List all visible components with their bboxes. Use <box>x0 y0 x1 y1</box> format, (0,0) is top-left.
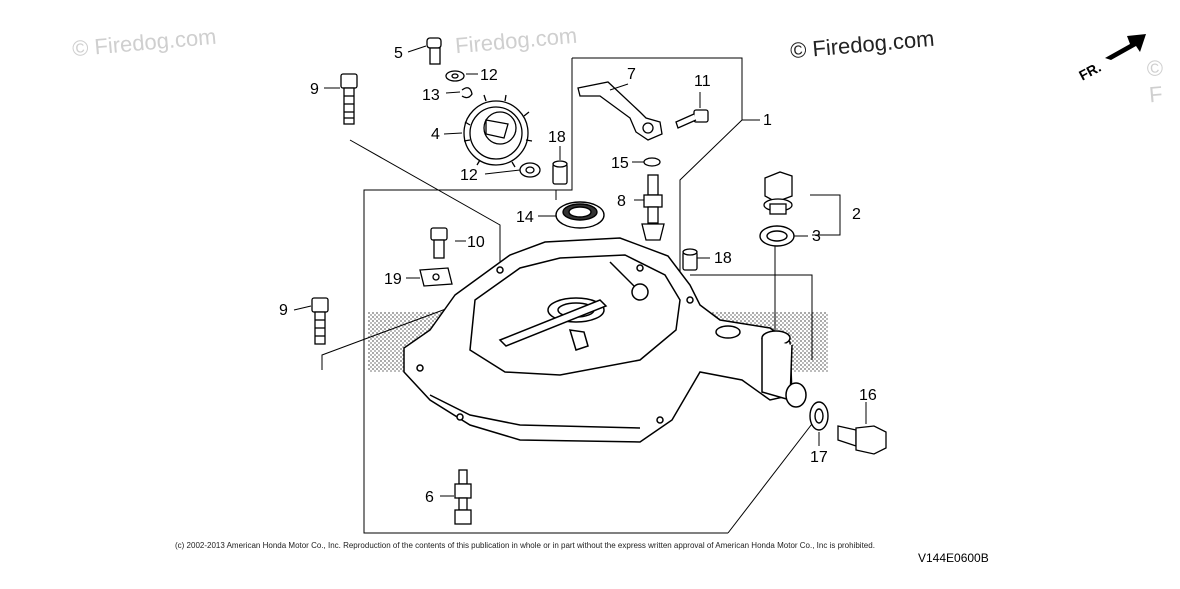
part-16-drain-bolt <box>837 425 887 455</box>
part-15-washer <box>643 157 661 167</box>
callout-6: 6 <box>425 489 434 506</box>
copyright-notice: (c) 2002-2013 American Honda Motor Co., … <box>175 541 875 550</box>
callout-14: 14 <box>516 209 534 226</box>
part-11-bolt <box>675 109 709 129</box>
callout-1: 1 <box>763 112 772 129</box>
part-9-bolt-lower <box>311 297 329 345</box>
part-9-bolt-upper <box>340 73 358 125</box>
diagram-code: V144E0600B <box>918 551 989 565</box>
part-7-governor-arm <box>577 81 663 141</box>
callout-12-lower: 12 <box>460 167 478 184</box>
callout-7: 7 <box>627 66 636 83</box>
callout-9-upper: 9 <box>310 81 319 98</box>
part-13-clip <box>461 87 473 99</box>
bracket-lines <box>321 57 841 534</box>
part-2-oil-filler-cap <box>763 171 793 215</box>
leader-lines <box>293 45 867 497</box>
callout-11: 11 <box>694 73 711 90</box>
callout-13: 13 <box>422 87 440 104</box>
callout-18-lower: 18 <box>714 250 732 267</box>
part-3-o-ring <box>759 225 795 247</box>
front-direction-arrow: FR. <box>1076 34 1146 84</box>
callout-19: 19 <box>384 271 402 288</box>
part-10-bolt <box>430 227 448 259</box>
part-19-plate <box>419 267 453 287</box>
callout-4: 4 <box>431 126 440 143</box>
part-1-case-cover <box>403 237 807 443</box>
fr-label: FR. <box>1076 59 1103 84</box>
callout-12-upper: 12 <box>480 67 498 84</box>
part-5-shaft <box>426 37 442 65</box>
part-18-dowel-upper <box>552 160 568 185</box>
part-14-oil-seal <box>555 201 605 229</box>
callout-3: 3 <box>812 228 821 245</box>
part-12-washer-upper <box>445 70 465 82</box>
callout-labels: 1 2 3 4 5 6 7 8 9 9 10 11 12 12 13 14 15… <box>279 45 877 506</box>
callout-2: 2 <box>852 206 861 223</box>
callout-10: 10 <box>467 234 485 251</box>
callout-17: 17 <box>810 449 828 466</box>
callout-9-lower: 9 <box>279 302 288 319</box>
part-4-governor-gear <box>463 94 533 168</box>
callout-8: 8 <box>617 193 626 210</box>
part-18-dowel-lower <box>682 248 698 271</box>
callout-15: 15 <box>611 155 629 172</box>
callout-16: 16 <box>859 387 877 404</box>
part-12-washer-lower <box>519 162 541 178</box>
part-8-governor-shaft <box>641 174 665 241</box>
part-6-stud-bolt <box>454 469 472 525</box>
part-17-washer <box>809 401 829 431</box>
callout-5: 5 <box>394 45 403 62</box>
callout-18-upper: 18 <box>548 129 566 146</box>
